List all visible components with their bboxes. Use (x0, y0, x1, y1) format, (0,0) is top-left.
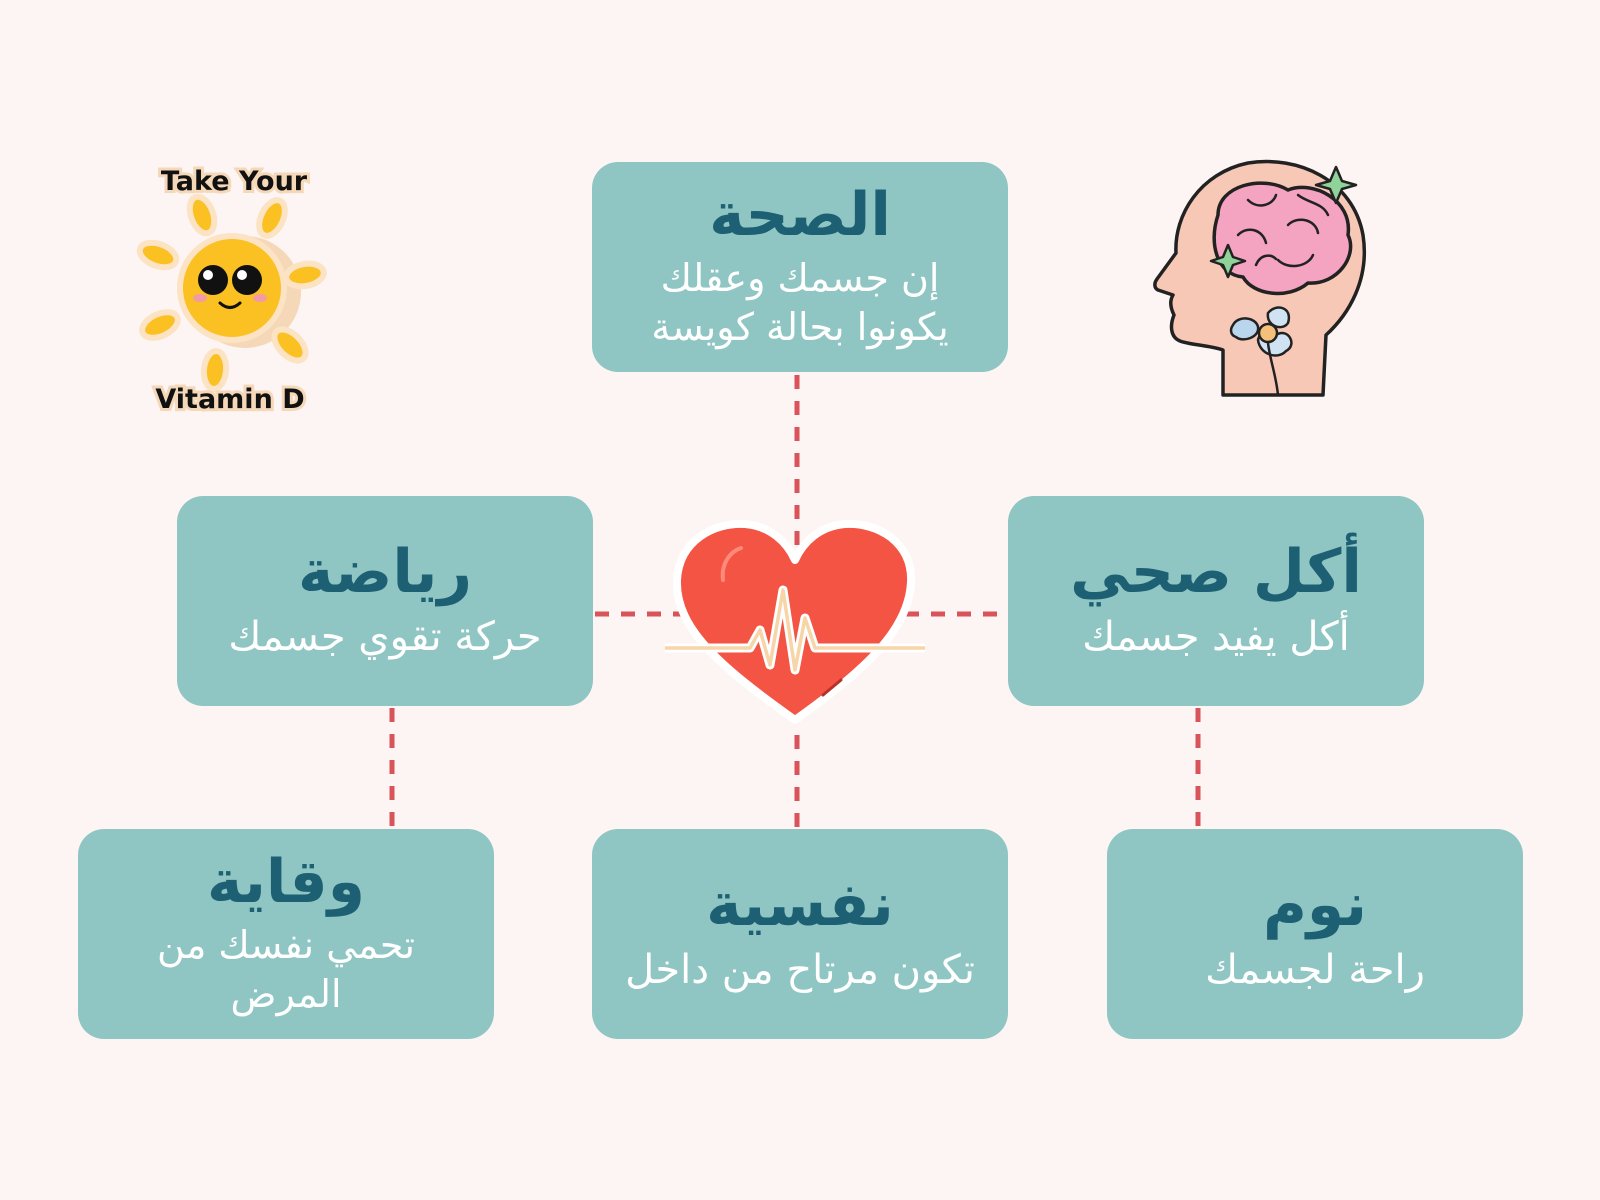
node-title: الصحة (709, 179, 891, 250)
node-desc-line: إن جسمك وعقلك (660, 255, 940, 300)
node-desc: إن جسمك وعقلك يكونوا بحالة كويسة (651, 254, 948, 353)
node-title: نوم (1262, 870, 1368, 940)
node-desc-line: يكونوا بحالة كويسة (651, 305, 949, 349)
node-desc-line: تحمي نفسك من (157, 922, 415, 967)
node-sleep: نوم راحة لجسمك (1107, 829, 1523, 1039)
head-brain-icon (1153, 159, 1366, 397)
node-desc: تحمي نفسك من المرض (157, 921, 415, 1020)
node-prevention: وقاية تحمي نفسك من المرض (78, 829, 494, 1039)
smiling-sun-icon: Take Your Vitamin D (136, 163, 327, 418)
node-title: وقاية (206, 846, 366, 917)
node-desc: تكون مرتاح من داخل (625, 947, 975, 993)
node-health: الصحة إن جسمك وعقلك يكونوا بحالة كويسة (592, 162, 1008, 372)
sticker-line-1: Take Your (161, 166, 308, 197)
node-sport: رياضة حركة تقوي جسمك (177, 496, 593, 706)
node-title: أكل صحي (1070, 537, 1362, 607)
node-desc: راحة لجسمك (1205, 947, 1425, 993)
node-desc: أكل يفيد جسمك (1082, 614, 1350, 660)
sticker-line-2: Vitamin D (155, 384, 304, 415)
node-food: أكل صحي أكل يفيد جسمك (1008, 496, 1424, 706)
node-desc: حركة تقوي جسمك (228, 614, 542, 660)
heartbeat-heart-icon (665, 520, 925, 724)
node-psych: نفسية تكون مرتاح من داخل (592, 829, 1008, 1039)
node-desc-line: المرض (230, 972, 342, 1016)
node-title: نفسية (706, 870, 894, 940)
node-title: رياضة (298, 537, 472, 607)
